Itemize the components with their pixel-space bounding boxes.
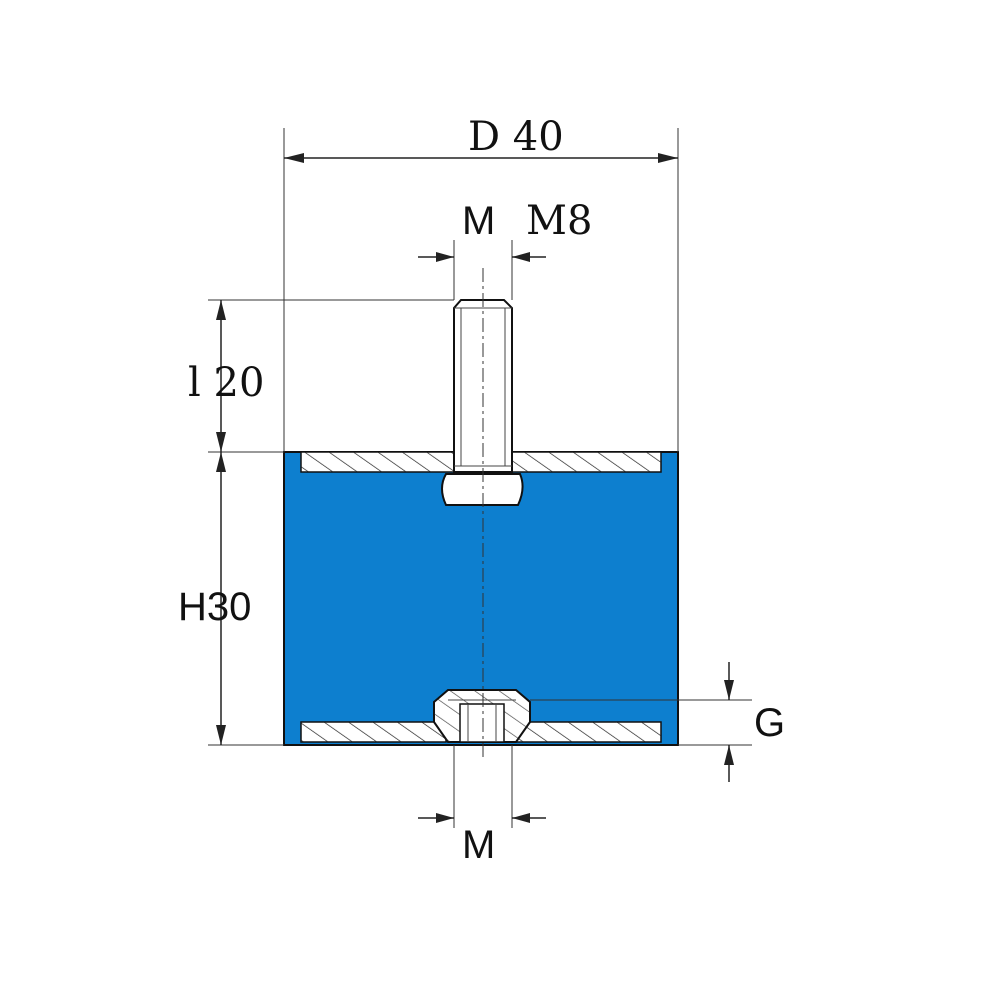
stud-thread-m-label: M xyxy=(462,199,495,243)
dimension-diameter: D 40 xyxy=(283,114,679,452)
bottom-plate xyxy=(300,721,662,743)
bottom-insert xyxy=(433,689,531,743)
top-plate xyxy=(300,451,662,473)
dimension-stud-length: l 20 xyxy=(188,299,454,453)
stud-length-label: l 20 xyxy=(188,360,264,406)
dimension-bottom-thread: M xyxy=(418,745,546,867)
height-label: H30 xyxy=(178,585,251,629)
nut-height-label: G xyxy=(754,701,785,745)
dimension-stud-thread: M M8 xyxy=(418,198,592,300)
stud-bolt xyxy=(441,299,524,506)
dimension-height: H30 xyxy=(178,452,284,746)
bottom-thread-label: M xyxy=(462,823,495,867)
diameter-label: D 40 xyxy=(468,114,564,160)
dimension-nut-height: G xyxy=(530,662,785,782)
stud-thread-size-label: M8 xyxy=(526,198,592,244)
